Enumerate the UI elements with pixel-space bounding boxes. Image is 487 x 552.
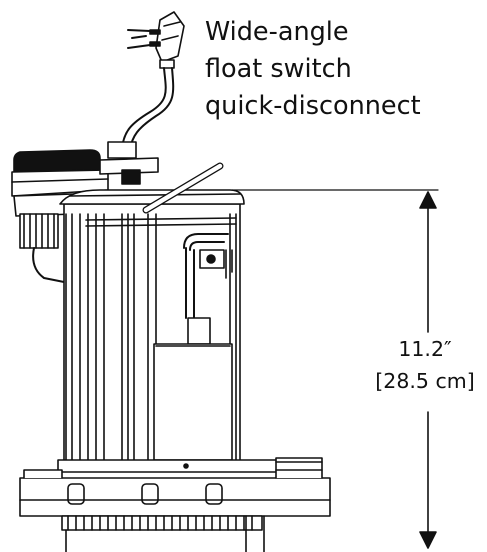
height-dimension-label: 11.2″ [28.5 cm] [360, 333, 487, 397]
handle [142, 162, 224, 214]
callout-line-2: float switch [205, 54, 352, 84]
callout-line-1: Wide-angle [205, 17, 349, 47]
power-cord [121, 67, 175, 151]
float-assembly [153, 233, 233, 461]
arrow-down-icon [419, 531, 437, 549]
height-metric: [28.5 cm] [375, 369, 475, 393]
float-switch-callout: Wide-angle float switch quick-disconnect [205, 14, 421, 125]
pump-base [19, 457, 331, 552]
callout-line-3: quick-disconnect [205, 91, 421, 121]
power-plug [127, 11, 185, 69]
height-dimension-line [231, 189, 439, 549]
arrow-up-icon [419, 191, 437, 209]
float-switch-housing [11, 141, 159, 283]
height-imperial: 11.2″ [398, 337, 452, 361]
